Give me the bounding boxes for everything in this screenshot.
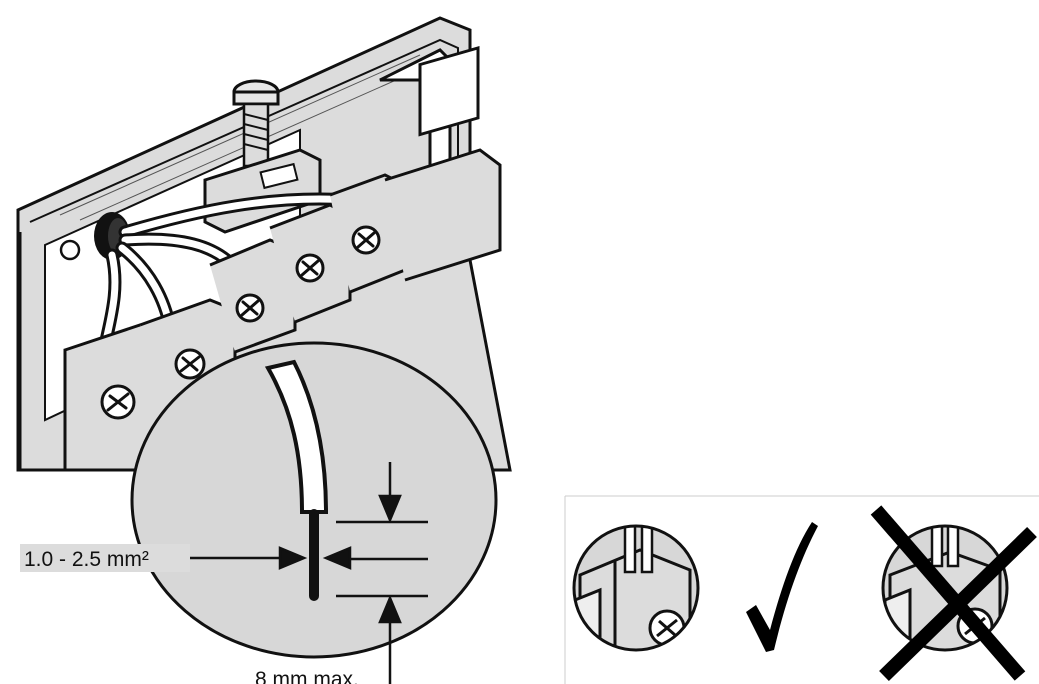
checkmark-icon bbox=[746, 522, 818, 652]
dimension-lines bbox=[190, 462, 428, 684]
strip-length-label: 8 mm max. bbox=[255, 668, 359, 684]
wire-strip-magnifier bbox=[130, 341, 498, 659]
wire-section-label: 1.0 - 2.5 mm² bbox=[24, 548, 149, 571]
wire-insulation bbox=[264, 359, 329, 514]
correct-connection bbox=[572, 522, 818, 652]
incorrect-connection bbox=[870, 505, 1037, 682]
comparison-panel bbox=[564, 495, 1039, 684]
cross-icon bbox=[870, 505, 1037, 682]
